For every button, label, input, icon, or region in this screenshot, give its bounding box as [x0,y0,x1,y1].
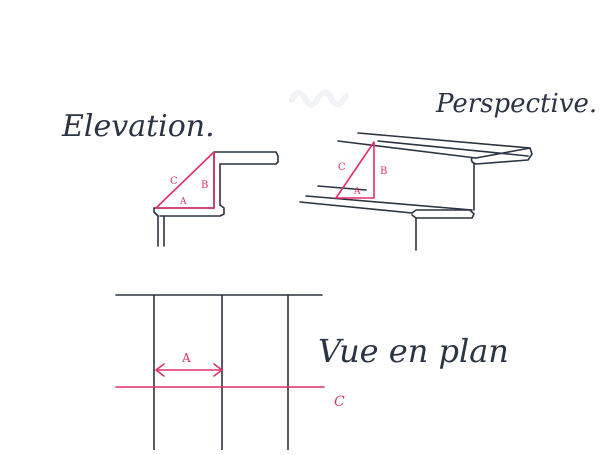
elevation-label-b: B [201,180,208,191]
plan-title: Vue en plan [318,332,509,370]
perspective-title: Perspective. [435,89,597,119]
perspective-label-b: B [380,166,387,177]
perspective-label-c: C [338,162,346,173]
plan-view-drawing [115,294,323,451]
erased-scribble [289,89,349,108]
elevation-title: Elevation. [61,109,215,144]
elevation-triangle [155,151,215,209]
perspective-label-a: A [353,187,361,197]
elevation-step-drawing [153,151,279,247]
plan-label-c: C [334,394,345,410]
elevation-label-c: C [170,176,178,187]
perspective-step-drawing [299,132,533,251]
elevation-label-a: A [179,197,187,207]
plan-label-a: A [181,351,191,365]
plan-dimension-arrow-a [155,363,223,377]
perspective-triangle [335,141,375,199]
